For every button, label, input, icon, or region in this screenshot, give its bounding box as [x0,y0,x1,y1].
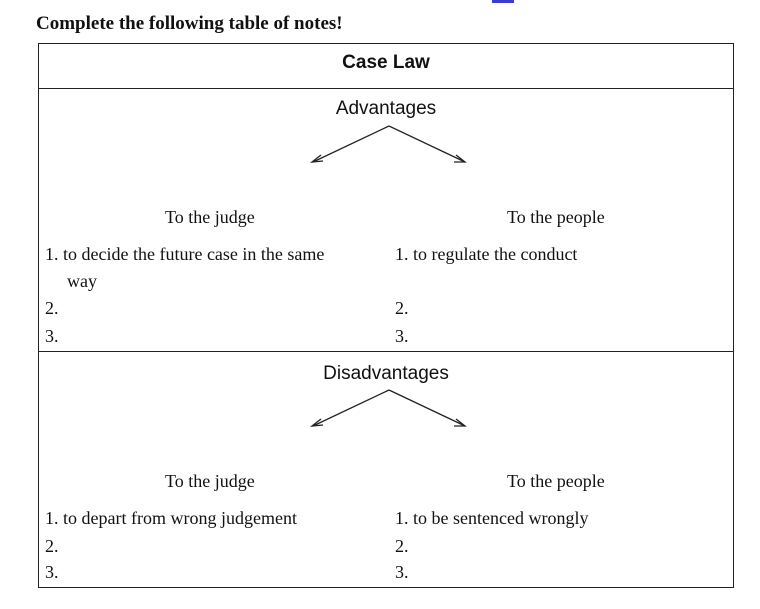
disadvantages-judge-item: 1. to depart from wrong judgement [45,508,297,528]
advantages-judge-item: 3. [45,326,59,346]
advantages-people-item: 1. to regulate the conduct [395,244,578,264]
advantages-judge-item: 1. to decide the future case in the same [45,244,325,264]
advantages-judge-item-continued: way [67,271,97,291]
advantages-people-label: To the people [507,207,605,227]
disadvantages-people-label: To the people [507,471,605,491]
title-divider [39,88,733,89]
disadvantages-people-item: 1. to be sentenced wrongly [395,508,589,528]
advantages-heading: Advantages [335,98,437,119]
disadvantages-judge-label: To the judge [165,471,255,491]
disadvantages-people-item: 3. [395,562,409,582]
table-title: Case Law [342,52,430,73]
advantages-people-item: 3. [395,326,409,346]
disadvantages-judge-item: 3. [45,562,59,582]
disadvantages-heading: Disadvantages [323,363,449,384]
section-divider [39,351,733,352]
notes-table: Case Law Advantages To the judge To the … [38,43,734,588]
instruction-heading: Complete the following table of notes! [36,13,343,34]
disadvantages-branch-arrows [309,389,467,427]
disadvantages-people-item: 2. [395,536,409,556]
advantages-judge-item: 2. [45,298,59,318]
disadvantages-judge-item: 2. [45,536,59,556]
advantages-people-item: 2. [395,298,409,318]
top-edge-mark [492,0,514,3]
advantages-judge-label: To the judge [165,207,255,227]
advantages-branch-arrows [309,125,467,163]
